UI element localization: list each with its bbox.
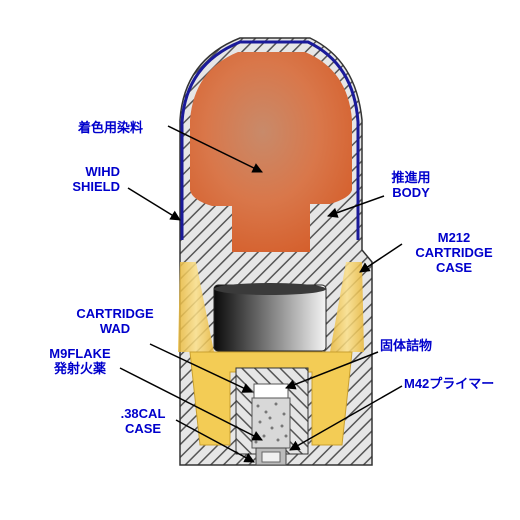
dye-payload [190, 52, 352, 252]
leader-body [327, 195, 385, 218]
shield-outline [180, 40, 360, 240]
leader-shield [127, 187, 181, 221]
label-m9-flake: M9FLAKE 発射火薬 [49, 346, 111, 376]
label-solid-filler: 固体詰物 [380, 338, 433, 353]
solid-filler [253, 383, 289, 399]
leader-case [359, 243, 403, 273]
label-cartridge-case: M212 CARTRIDGE CASE [415, 230, 493, 275]
label-body: 推進用 BODY [391, 170, 431, 200]
leader-dye [167, 125, 263, 173]
leader-wad [149, 343, 253, 393]
leader-primer [289, 385, 403, 451]
label-m42-primer: M42プライマー [404, 376, 495, 391]
label-shield: WIHD SHIELD [72, 164, 120, 194]
leader-filler [285, 351, 379, 390]
leader-cal-case [175, 419, 255, 463]
leader-flake [119, 367, 263, 441]
cartridge-case-brass [178, 262, 214, 352]
label-dye: 着色用染料 [78, 120, 144, 135]
label-cartridge-wad: CARTRIDGE WAD [76, 306, 154, 336]
label-38cal-case: .38CAL CASE [120, 406, 166, 436]
